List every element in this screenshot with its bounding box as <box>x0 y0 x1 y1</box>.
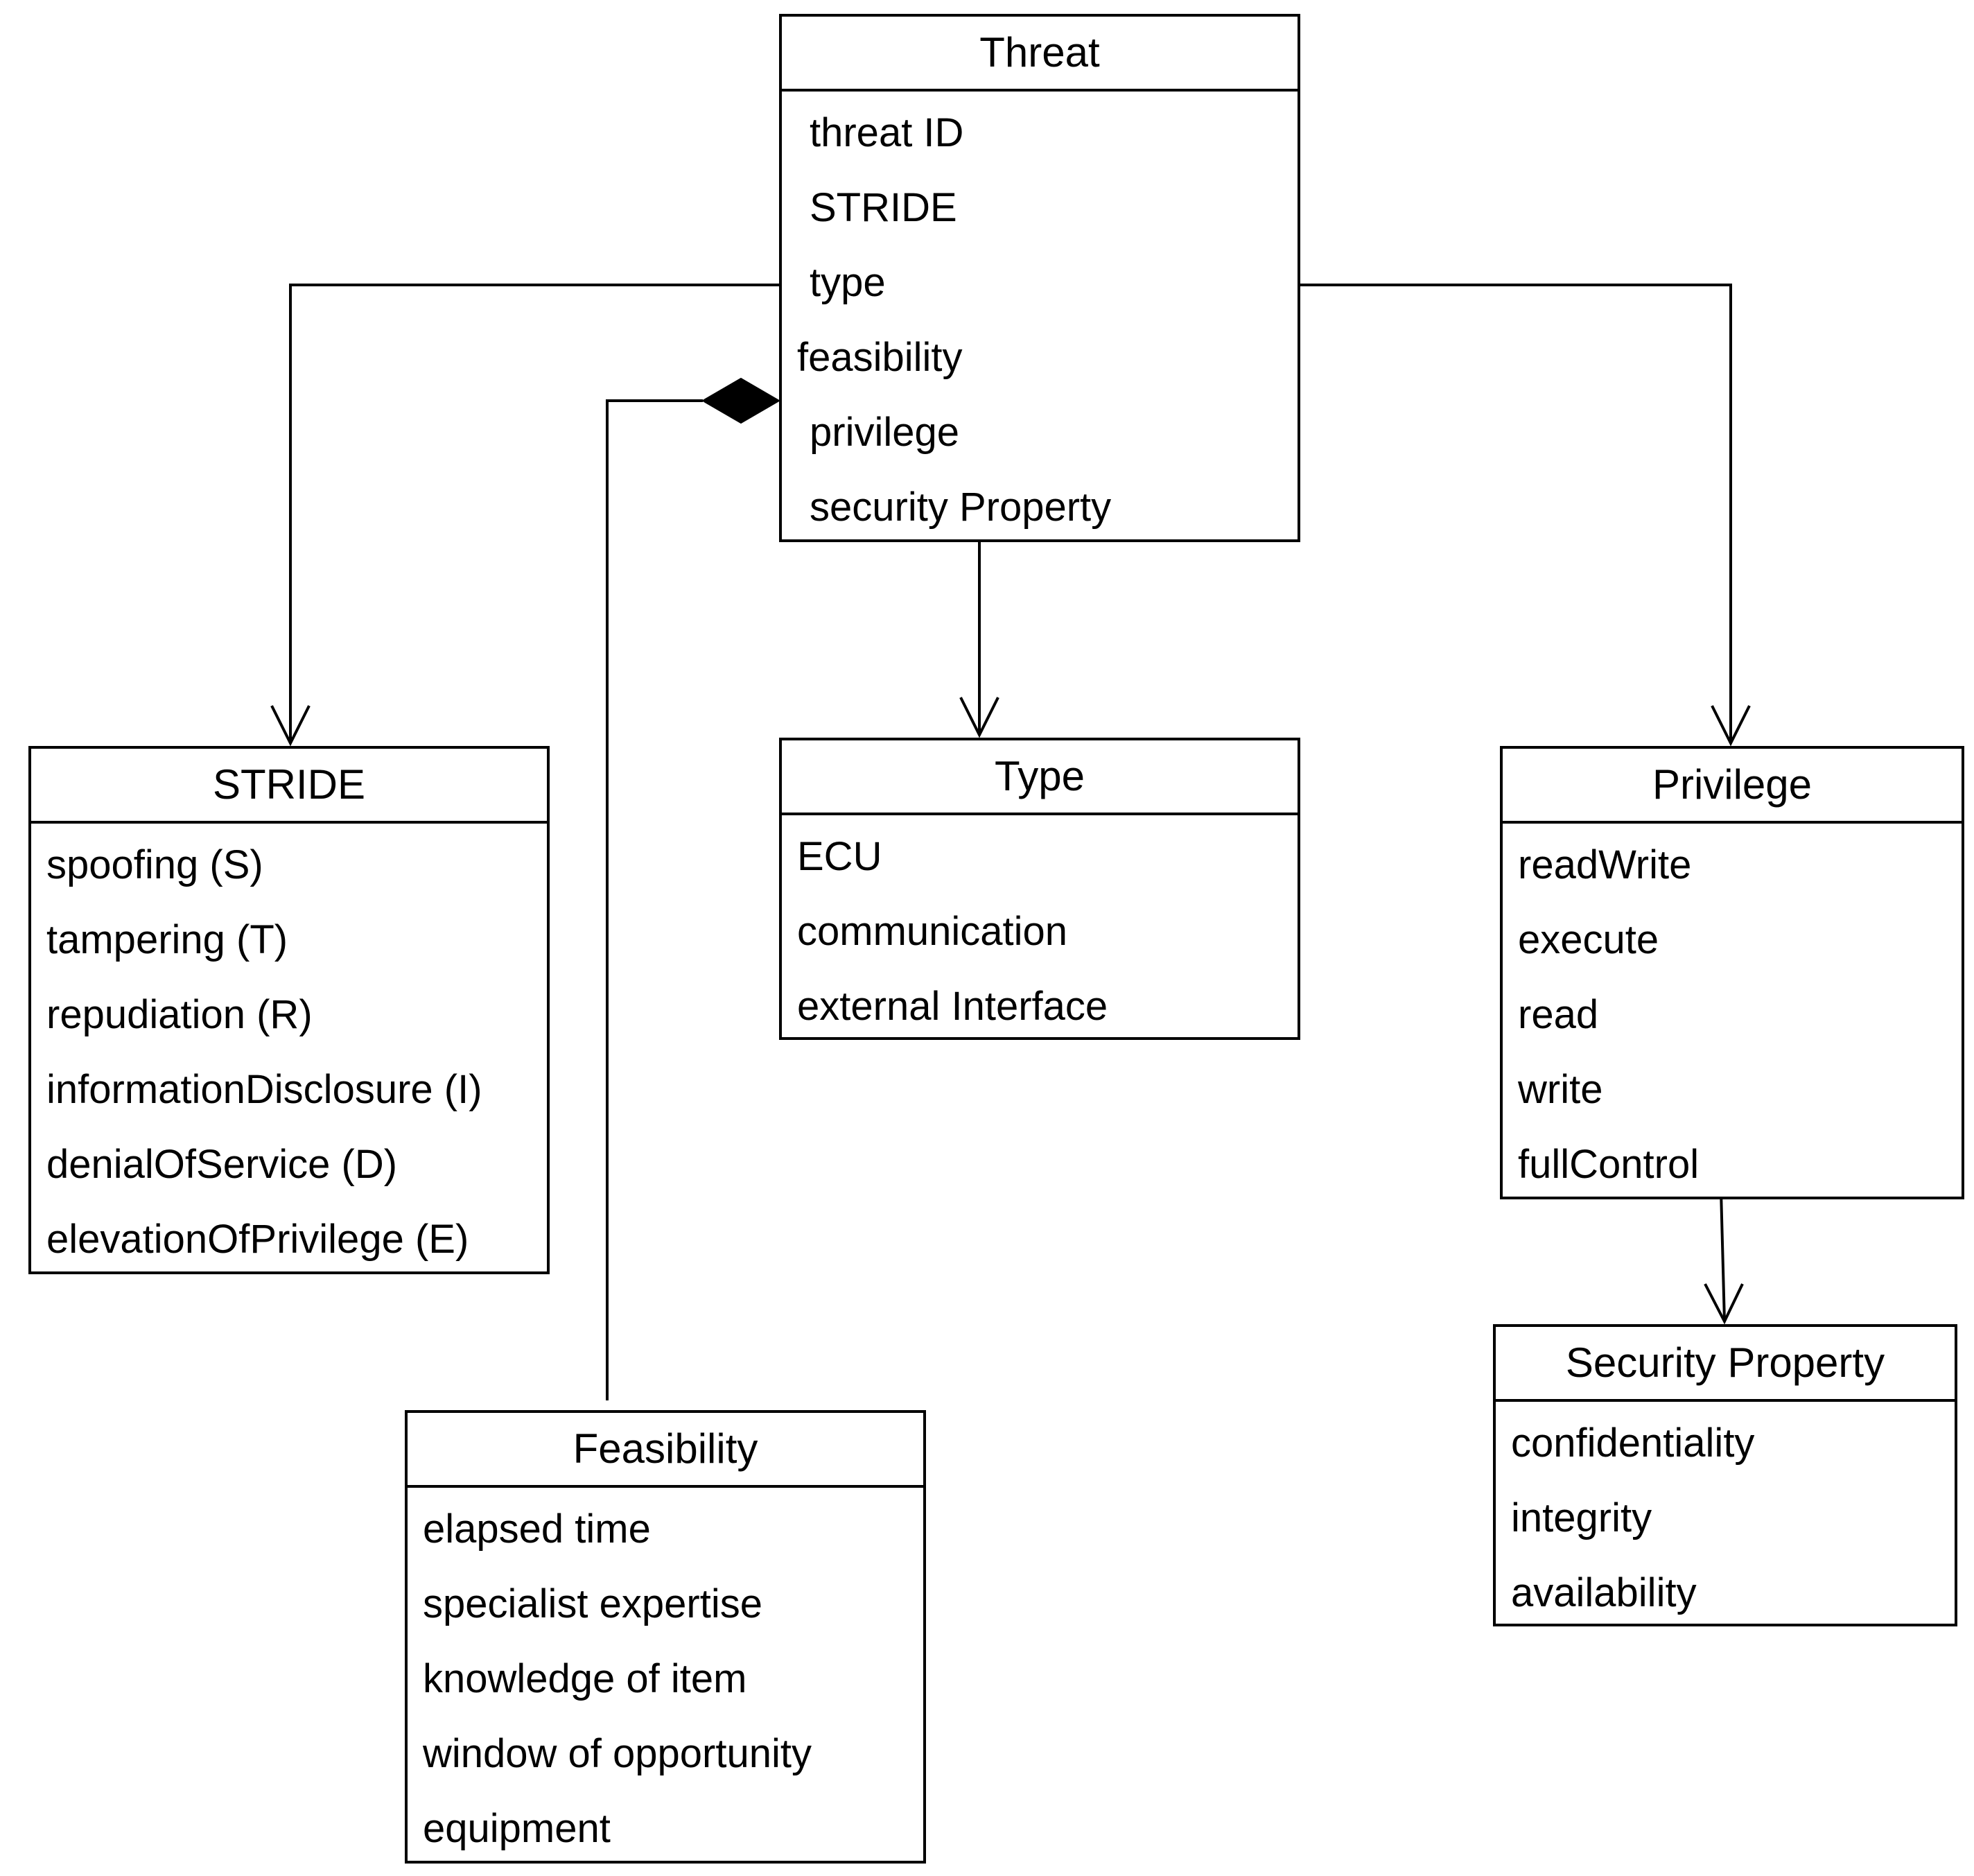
attribute-list-stride: spoofing (S) tampering (T) repudiation (… <box>31 824 547 1277</box>
attribute-elapsed-time: elapsed time <box>423 1506 651 1552</box>
association-privilege-security-property <box>1720 1190 1726 1322</box>
class-threat[interactable]: Threat threat ID STRIDE type feasibility… <box>779 14 1300 542</box>
attribute-repudiation: repudiation (R) <box>46 992 313 1037</box>
class-feasibility[interactable]: Feasibility elapsed time specialist expe… <box>405 1410 926 1864</box>
attribute-execute: execute <box>1518 917 1659 962</box>
attribute-list-security-property: confidentiality integrity availability <box>1496 1402 1955 1631</box>
attribute-denial-of-service: denialOfService (D) <box>46 1142 398 1187</box>
association-threat-stride <box>289 284 779 743</box>
attribute-threat-feasibility: feasibility <box>797 335 963 380</box>
attribute-write: write <box>1518 1067 1603 1112</box>
class-privilege[interactable]: Privilege readWrite execute read write f… <box>1500 746 1964 1199</box>
open-arrowhead-security-property <box>1704 1283 1744 1325</box>
attribute-list-type: ECU communication external Interface <box>782 815 1298 1044</box>
attribute-read-write: readWrite <box>1518 842 1692 887</box>
composition-feasibility-threat <box>606 399 703 1400</box>
class-name-security-property: Security Property <box>1496 1327 1955 1402</box>
class-security-property[interactable]: Security Property confidentiality integr… <box>1493 1324 1957 1626</box>
open-arrowhead-type <box>959 697 999 738</box>
attribute-information-disclosure: informationDisclosure (I) <box>46 1067 482 1112</box>
attribute-threat-stride: STRIDE <box>810 185 957 230</box>
attribute-threat-security-property: security Property <box>810 485 1112 530</box>
attribute-specialist-expertise: specialist expertise <box>423 1581 762 1626</box>
attribute-read: read <box>1518 992 1599 1037</box>
class-name-threat: Threat <box>782 17 1298 92</box>
attribute-full-control: fullControl <box>1518 1142 1700 1187</box>
attribute-tampering: tampering (T) <box>46 917 288 962</box>
class-name-type: Type <box>782 740 1298 815</box>
composition-diamond <box>701 377 780 424</box>
attribute-list-privilege: readWrite execute read write fullControl <box>1503 824 1962 1202</box>
class-name-privilege: Privilege <box>1503 749 1962 824</box>
attribute-elevation-of-privilege: elevationOfPrivilege (E) <box>46 1217 469 1262</box>
attribute-communication: communication <box>797 909 1068 954</box>
attribute-knowledge-of-item: knowledge of item <box>423 1656 747 1701</box>
class-name-feasibility: Feasibility <box>408 1413 923 1488</box>
open-arrowhead-privilege <box>1711 705 1751 747</box>
class-name-stride: STRIDE <box>31 749 547 824</box>
attribute-spoofing: spoofing (S) <box>46 842 263 887</box>
attribute-threat-privilege: privilege <box>810 410 959 455</box>
attribute-ecu: ECU <box>797 834 882 879</box>
attribute-integrity: integrity <box>1511 1495 1652 1540</box>
open-arrowhead-stride <box>270 705 311 747</box>
attribute-list-threat: threat ID STRIDE type feasibility privil… <box>782 92 1298 545</box>
attribute-equipment: equipment <box>423 1806 611 1851</box>
attribute-list-feasibility: elapsed time specialist expertise knowle… <box>408 1488 923 1866</box>
attribute-availability: availability <box>1511 1570 1697 1615</box>
attribute-threat-type: type <box>810 260 886 305</box>
class-stride[interactable]: STRIDE spoofing (S) tampering (T) repudi… <box>28 746 550 1274</box>
attribute-window-of-opportunity: window of opportunity <box>423 1731 812 1776</box>
attribute-external-interface: external Interface <box>797 984 1108 1029</box>
attribute-threat-id: threat ID <box>810 110 964 155</box>
class-type[interactable]: Type ECU communication external Interfac… <box>779 738 1300 1040</box>
attribute-confidentiality: confidentiality <box>1511 1421 1755 1466</box>
association-threat-privilege <box>1300 284 1732 743</box>
